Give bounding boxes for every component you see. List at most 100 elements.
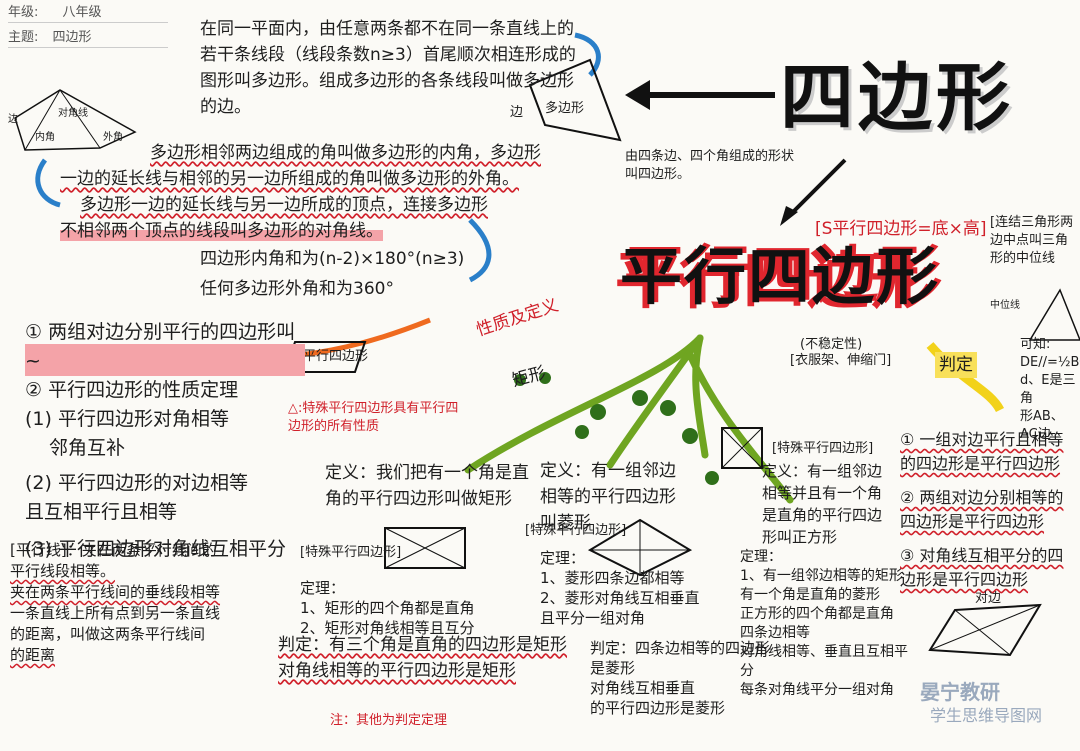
square-thm-4: 四条边相等 [740,625,810,641]
quadrilateral-definition: 由四条边、四个角组成的形状叫四边形。 [625,149,795,182]
def-1: ① 两组对边分别平行的四边形叫~ [25,318,305,376]
square-tag: [特殊平行四边形] [772,441,874,456]
rect-thm-2: 2、矩形对角线相等且互分 [300,619,475,637]
rect-judge-2: 对角线相等的平行四边形是矩形 [278,661,516,681]
rect-thm-title: 定理： [300,579,346,597]
topic-value: 四边形 [52,30,92,45]
polygon-shape [528,58,622,142]
angle-text-4: 不相邻两个顶点的线段叫多边形的对角线。 [60,221,383,241]
judge-2: ② 两组对边分别相等的四边形是平行四边形 [900,488,1064,531]
prop-1: (1) 平行四边形对角相等 [25,408,229,430]
tri-label-2: DE//=½BC [1020,355,1080,370]
square-thm-6: 每条对角线平分一组对角 [740,682,894,698]
blue-arrow-right [468,218,492,283]
rhombus-thm-1: 1、菱形四条边都相等 [540,569,685,587]
exterior-angle-label: 外角 [103,132,123,143]
angle-text-2: 一边的延长线与相邻的另一边所组成的角叫做多边形的外角。 [60,169,519,189]
triangle-shape [1028,288,1080,341]
square-theorems: 定理： 1、有一组邻边相等的矩形 有一个角是直角的菱形 正方形的四个角都是直角 … [740,548,920,700]
judge-list: ① 一组对边平行且相等的四边形是平行四边形 ② 两组对边分别相等的四边形是平行四… [900,428,1078,592]
tri-conclusions: 可知: DE//=½BC d、E是三角 形AB、AC边 [1020,336,1080,444]
prop-3: (3) 平行四边形对角线互相平分 [25,538,286,560]
rhombus-thm-title: 定理： [540,549,586,567]
judge-1: ① 一组对边平行且相等的四边形是平行四边形 [900,430,1064,473]
square-thm-3: 正方形的四个角都是直角 [740,606,894,622]
orange-arrow [299,317,431,358]
instability-examples: [衣服架、伸缩门] [790,353,892,368]
black-arrow [788,158,847,217]
instability: (不稳定性) [800,337,863,352]
square-thm-title: 定理： [740,549,782,565]
angle-text-3: 多边形一边的延长线与另一边所成的顶点，连接多边形 [80,195,488,215]
tri-label-1: 可知: [1020,337,1051,352]
main-title: 四边形 [780,55,1014,141]
rhombus-thm-3: 且平分一组对角 [540,609,646,627]
rhombus-judge-3: 的平行四边形是菱形 [590,699,726,717]
watermark-2: 学生思维导图网 [930,706,1043,725]
polygon-shape-label: 多边形 [545,101,585,116]
header-info: 年级: 八年级 主题: 四边形 [8,4,168,48]
parallel-line-5: 的距离，叫做这两条平行线间 [10,625,206,643]
blue-arrow-left [35,158,61,208]
square-shape [721,427,763,469]
rect-judge-1: 判定：有三个角是直角的四边形是矩形 [278,635,567,655]
rect-thm-1: 1、矩形的四个角都是直角 [300,599,475,617]
diagonal-label: 对角线 [58,108,88,119]
grade-label: 年级: [8,5,39,20]
polygon-angles-shape [14,89,137,151]
rhombus-tag: [特殊平行四边形] [525,523,627,538]
polygon-edge-label: 边 [8,114,18,125]
square-thm-1: 1、有一组邻边相等的矩形 [740,568,903,584]
parallel-line-3: 夹在两条平行线间的垂线段相等 [10,583,221,601]
parallelogram-properties: ① 两组对边分别平行的四边形叫~ ② 平行四边形的性质定理 (1) 平行四边形对… [25,318,305,564]
tri-line-1: [连结三角形两 [990,215,1074,230]
polygon-definition: 在同一平面内，由任意两条都不在同一条直线上的若干条线段（线段条数n≥3）首尾顺次… [200,19,576,117]
rect-def: 定义：我们把有一个角是直角的平行四边形叫做矩形 [325,463,529,509]
rhombus-judge: 判定：四条边相等的四边形是菱形 对角线互相垂直 的平行四边形是菱形 [590,638,770,718]
grade-value: 八年级 [62,5,102,20]
square-thm-5: 对角线相等、垂直且互相平分 [740,644,908,679]
rhombus-judge-1: 判定：四条边相等的四边形是菱形 [590,639,771,677]
special-note: △:特殊平行四边形具有平行四边形的所有性质 [288,401,459,434]
parallelogram-title: 平行四边形 [620,240,941,313]
judge-3: ③ 对角线互相平分的四边形是平行四边形 [900,546,1064,589]
triangle-midline: [连结三角形两 边中点叫三角 形的中位线 [990,214,1080,268]
rhombus-theorems: 定理： 1、菱形四条边都相等 2、菱形对角线互相垂直 且平分一组对角 [540,548,740,628]
rhombus-def: 定义：有一组邻边相等的平行四边形叫菱形 [540,461,676,533]
tri-label-4: 形AB、AC边 [1020,409,1064,442]
polygon-side-label: 边 [510,105,524,120]
square-thm-2: 有一个角是直角的菱形 [740,587,880,603]
rect-note: 注：其他为判定定理 [330,713,448,728]
exterior-angle-sum: 任何多边形外角和为360° [200,279,394,299]
tri-line-2: 边中点叫三角 [990,233,1069,248]
parallel-lines-block: [平行线]：夹在两条平行线间的 平行线段相等。 夹在两条平行线间的垂线段相等 一… [10,540,290,666]
judge-label: 判定 [935,352,977,378]
parallel-line-4: 一条直线上所有点到另一条直线 [10,604,221,622]
topic-label: 主题: [8,30,39,45]
parallelogram-shape-label: 平行四边形 [303,349,369,364]
prop-title: ② 平行四边形的性质定理 [25,379,239,401]
square-def: 定义：有一组邻边相等并且有一个角是直角的平行四边形叫正方形 [762,462,883,546]
watermark-1: 晏宁教研 [920,680,1000,704]
judge-parallelogram-shape [928,603,1042,657]
parallel-line-1: [平行线]：夹在两条平行线间的 [10,541,217,559]
parallel-line-2: 平行线段相等。 [10,562,116,580]
prop-2: (2) 平行四边形的对边相等 [25,472,248,494]
opposite-label: 对边 [975,591,1002,606]
angle-definitions: 多边形相邻两边组成的角叫做多边形的内角，多边形 一边的延长线与相邻的另一边所组成… [60,140,550,244]
rect-theorems: 定理： 1、矩形的四个角都是直角 2、矩形对角线相等且互分 [300,578,590,638]
tree-branches [464,334,794,504]
prop-1b: 邻角互补 [49,437,126,459]
tri-label-midline: 中位线 [990,300,1020,311]
prop-2b: 且互相平行且相等 [25,501,178,523]
tree-berries [514,372,719,485]
tri-label-3: d、E是三角 [1020,373,1076,406]
rect-tag: [特殊平行四边形] [300,545,402,560]
tri-line-3: 形的中位线 [990,251,1056,266]
rect-judge: 判定：有三个角是直角的四边形是矩形 对角线相等的平行四边形是矩形 [278,632,598,684]
rectangle-shape [384,527,466,569]
interior-angle-label: 内角 [35,132,55,143]
parallel-line-6: 的距离 [10,646,56,664]
rhombus-thm-2: 2、菱形对角线互相垂直 [540,589,700,607]
interior-angle-sum: 四边形内角和为(n-2)×180°(n≥3) [200,249,465,269]
